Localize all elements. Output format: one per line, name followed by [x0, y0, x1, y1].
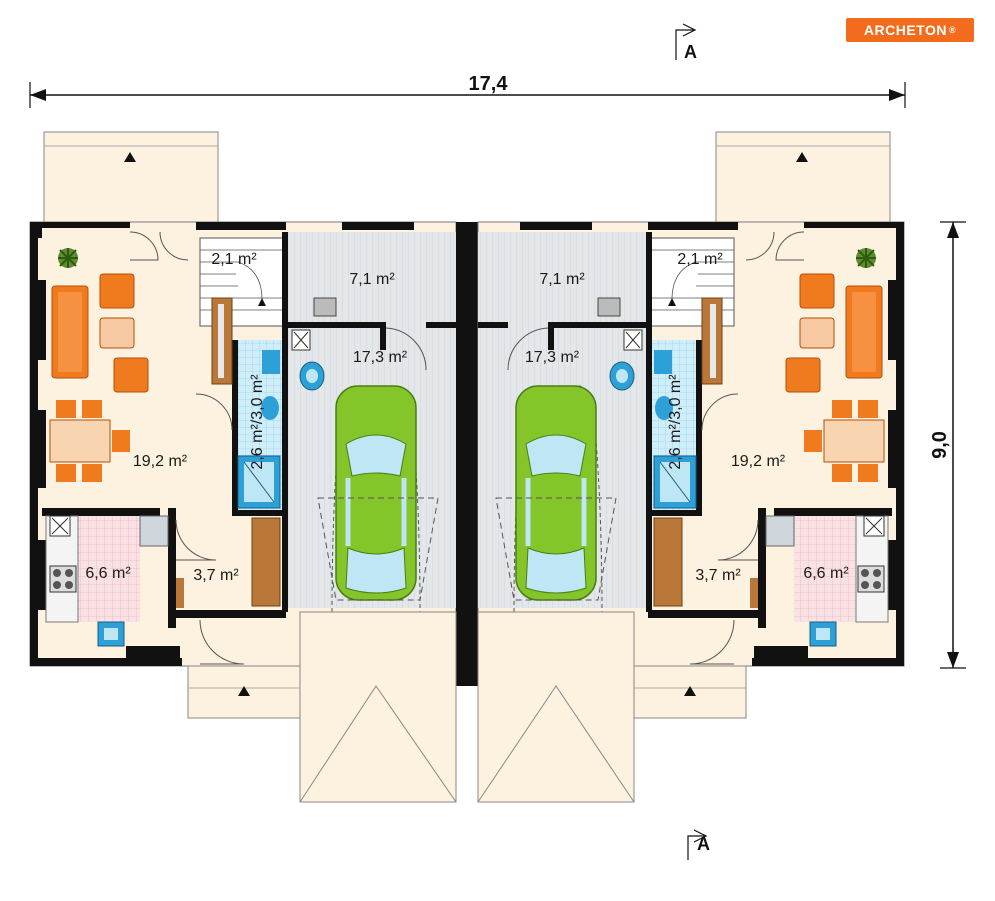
room-label-bath-right: 2,6 m²/3,0 m²	[667, 374, 684, 470]
living-furniture-left	[49, 248, 233, 482]
depth-dimension-label: 9,0	[929, 431, 951, 459]
wardrobe-left	[251, 517, 281, 607]
driveway-right	[477, 611, 635, 803]
kitchen-left-tile	[78, 512, 140, 622]
bathroom-fixtures-left	[237, 350, 325, 509]
width-dimension-label: 17,4	[469, 73, 509, 95]
bathroom-fixtures-right	[609, 350, 697, 509]
room-label-vestibule-left: 3,7 m²	[193, 567, 239, 584]
left-unit	[29, 131, 478, 803]
boiler-left	[313, 297, 337, 317]
walls-left	[30, 222, 478, 686]
walls-right	[478, 222, 904, 666]
brand-logo: ARCHETON®	[846, 18, 974, 42]
room-label-hall-left: 7,1 m²	[349, 271, 395, 288]
brand-logo-text: ARCHETON	[863, 22, 947, 38]
section-marker-bottom	[687, 829, 708, 860]
terrace-entry-arrow	[124, 152, 136, 162]
driveway-left	[299, 611, 457, 803]
car-left	[317, 385, 439, 613]
room-label-kitchen-left: 6,6 m²	[85, 565, 131, 582]
kitchen-right-tile	[794, 512, 856, 622]
terrace-right	[715, 131, 891, 225]
doors-right	[507, 231, 805, 665]
room-label-stair-left: 2,1 m²	[211, 251, 257, 268]
shoe-rack-left	[176, 578, 184, 608]
section-marker-bottom-label: A	[697, 834, 710, 854]
room-label-living-right: 19,2 m²	[731, 453, 786, 470]
room-label-hall-right: 7,1 m²	[539, 271, 585, 288]
room-label-living-left: 19,2 m²	[133, 453, 188, 470]
room-label-garage-right: 17,3 m²	[525, 349, 580, 366]
entry-arrow-left	[238, 686, 250, 696]
terrace-left	[43, 131, 219, 225]
room-label-bath-left: 2,6 m²/3,0 m²	[249, 374, 266, 470]
kitchen-furniture-right	[765, 515, 889, 647]
right-unit	[477, 131, 905, 803]
room-label-garage-left: 17,3 m²	[353, 349, 408, 366]
brand-registered-mark: ®	[948, 25, 957, 35]
depth-dimension	[940, 221, 966, 669]
room-label-vestibule-right: 3,7 m²	[695, 567, 741, 584]
living-furniture-right	[701, 248, 885, 482]
car-right	[495, 385, 617, 613]
doors-left	[129, 231, 427, 665]
wardrobe-right	[653, 517, 683, 607]
boiler-right	[597, 297, 621, 317]
kitchen-furniture-left	[45, 515, 169, 647]
section-marker-top-label: A	[684, 42, 697, 62]
width-dimension	[29, 82, 906, 108]
room-label-stair-right: 2,1 m²	[677, 251, 723, 268]
section-marker-top	[675, 23, 697, 60]
room-label-kitchen-right: 6,6 m²	[803, 565, 849, 582]
